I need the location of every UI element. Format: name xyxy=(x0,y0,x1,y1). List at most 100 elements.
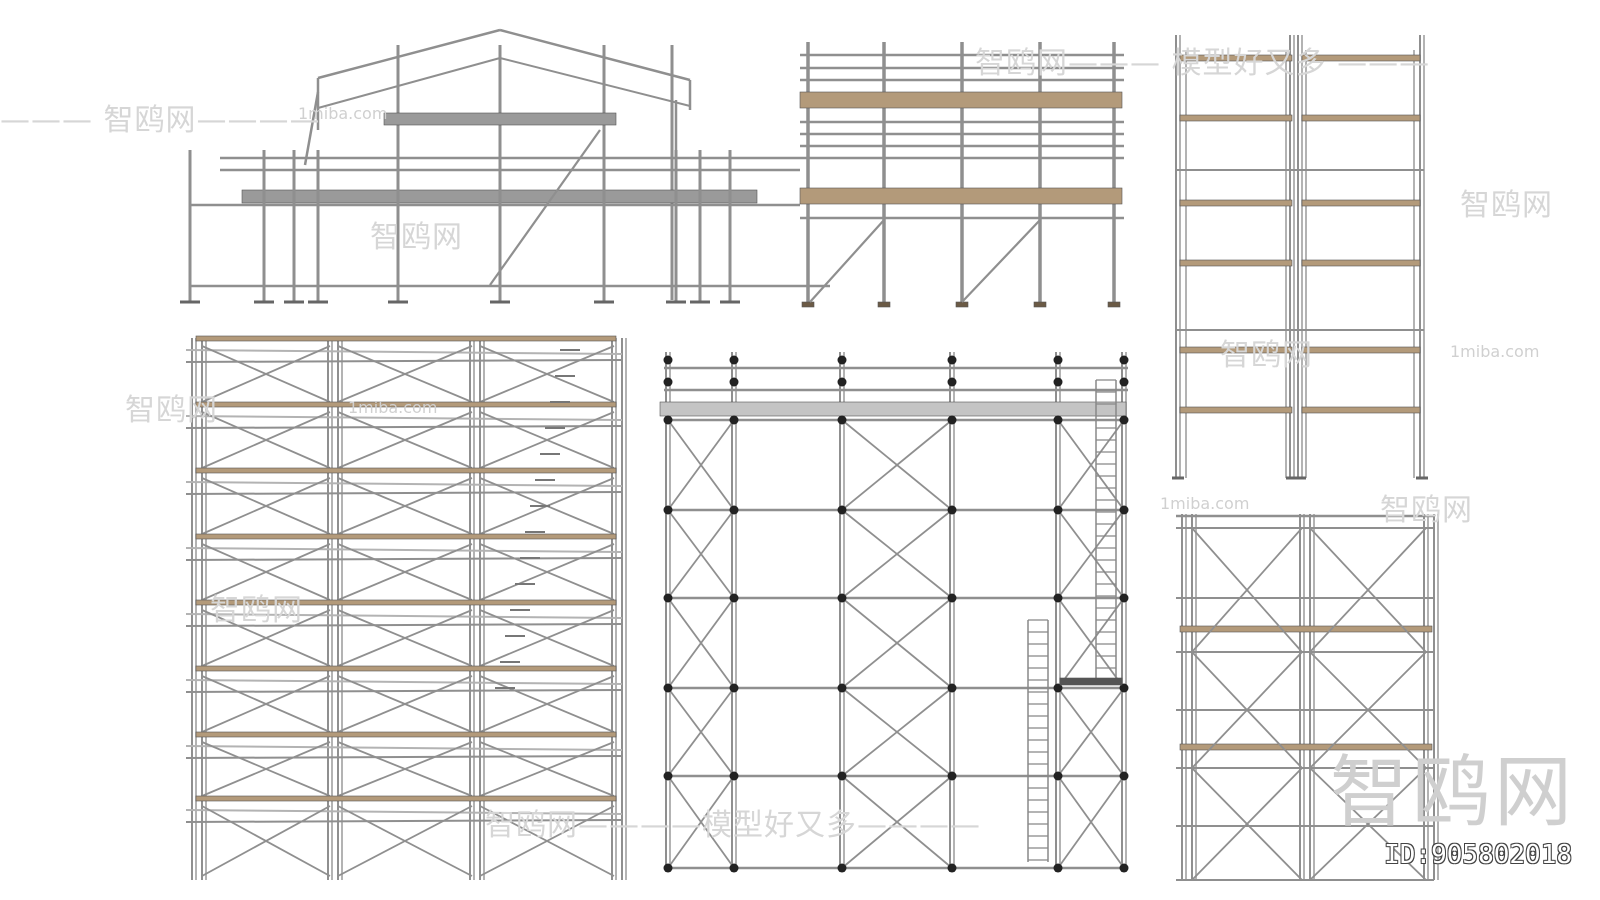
guard-rail xyxy=(185,349,623,355)
rosette-coupler xyxy=(663,377,673,387)
cross-brace xyxy=(479,411,615,469)
landing-plank xyxy=(1059,677,1123,686)
wood-plank xyxy=(1179,346,1293,354)
cross-brace xyxy=(1191,767,1303,881)
wood-plank xyxy=(1179,743,1433,751)
rosette-coupler xyxy=(1053,771,1063,781)
watermark-brand: 智鸥网 xyxy=(1220,338,1313,373)
pipe xyxy=(317,28,501,80)
wood-plank xyxy=(1179,54,1293,62)
watermark-brand: 智鸥网 xyxy=(370,220,463,255)
cross-brace xyxy=(201,741,331,797)
watermark-brand: 智鸥网 xyxy=(125,393,218,428)
wood-plank xyxy=(195,599,617,606)
rosette-coupler xyxy=(729,593,739,603)
cross-brace xyxy=(841,775,953,869)
rosette-coupler xyxy=(837,355,847,365)
diagonal-brace xyxy=(809,219,885,303)
cross-brace xyxy=(1057,419,1125,511)
cross-brace xyxy=(667,509,735,599)
cross-brace xyxy=(841,597,953,689)
scaffold-braced-frame-large xyxy=(185,335,627,880)
rosette-coupler xyxy=(729,505,739,515)
diagonal-brace xyxy=(961,219,1041,303)
rosette-coupler xyxy=(837,377,847,387)
rosette-coupler xyxy=(1053,863,1063,873)
rosette-coupler xyxy=(663,505,673,515)
wood-plank xyxy=(195,401,617,408)
rosette-coupler xyxy=(729,771,739,781)
rosette-coupler xyxy=(947,377,957,387)
rosette-coupler xyxy=(1053,683,1063,693)
cross-brace xyxy=(1057,775,1125,869)
cross-brace xyxy=(1057,687,1125,777)
rosette-coupler xyxy=(663,771,673,781)
wood-plank xyxy=(1179,259,1293,267)
wood-plank xyxy=(1301,346,1421,354)
cross-brace xyxy=(201,411,331,469)
rosette-coupler xyxy=(1119,505,1129,515)
cross-brace xyxy=(1309,527,1427,653)
base-plate xyxy=(1033,301,1047,308)
cross-brace xyxy=(479,345,615,403)
wood-plank xyxy=(1301,406,1421,414)
guard-rail xyxy=(185,745,623,751)
cross-brace xyxy=(201,609,331,667)
rosette-coupler xyxy=(663,593,673,603)
rosette-coupler xyxy=(663,355,673,365)
cross-brace xyxy=(1057,509,1125,599)
watermark-brand: 智鸥网 xyxy=(210,593,303,628)
rosette-coupler xyxy=(729,415,739,425)
cross-brace xyxy=(337,411,473,469)
cross-brace xyxy=(337,609,473,667)
cross-brace xyxy=(337,675,473,733)
cross-brace xyxy=(667,775,735,869)
wood-plank xyxy=(1301,54,1421,62)
rosette-coupler xyxy=(663,415,673,425)
base-plate xyxy=(801,301,815,308)
scaffold-ringlock-frame xyxy=(659,352,1129,873)
rosette-coupler xyxy=(947,505,957,515)
rosette-coupler xyxy=(729,377,739,387)
guard-rail xyxy=(185,491,623,495)
cross-brace xyxy=(667,687,735,777)
watermark-brand: 智鸥网 xyxy=(1380,493,1473,528)
watermark-brand: ——— 智鸥网———— xyxy=(0,103,321,138)
cross-brace xyxy=(1057,597,1125,689)
guard-rail xyxy=(185,819,623,823)
watermark-slogan: 智鸥网————模型好又多———— xyxy=(485,808,981,843)
guard-rail xyxy=(185,425,623,429)
rosette-coupler xyxy=(1053,355,1063,365)
guard-rail xyxy=(185,689,623,693)
rosette-coupler xyxy=(947,415,957,425)
cross-brace xyxy=(841,419,953,511)
cross-brace xyxy=(479,741,615,797)
wood-plank xyxy=(1179,199,1293,207)
wood-plank xyxy=(195,795,617,802)
wood-plank xyxy=(195,731,617,738)
scaffold-tall-shelf-tower xyxy=(1172,35,1428,480)
base-plate xyxy=(955,301,969,308)
cross-brace xyxy=(1191,527,1303,653)
rosette-coupler xyxy=(1119,377,1129,387)
rosette-coupler xyxy=(1119,415,1129,425)
rosette-coupler xyxy=(663,683,673,693)
wood-plank xyxy=(195,335,617,342)
wood-plank xyxy=(1301,199,1421,207)
wood-plank xyxy=(1179,114,1293,122)
wood-plank xyxy=(1301,259,1421,267)
pipe xyxy=(499,28,691,82)
wood-plank xyxy=(195,533,617,540)
cross-brace xyxy=(337,805,473,877)
cross-brace xyxy=(479,675,615,733)
cross-brace xyxy=(337,543,473,601)
guard-rail xyxy=(185,415,623,421)
guard-rail xyxy=(185,359,623,363)
cross-brace xyxy=(1309,651,1427,769)
rosette-coupler xyxy=(1119,593,1129,603)
rosette-coupler xyxy=(1119,355,1129,365)
rosette-coupler xyxy=(837,683,847,693)
rosette-coupler xyxy=(1053,415,1063,425)
rosette-coupler xyxy=(837,505,847,515)
rosette-coupler xyxy=(1053,505,1063,515)
